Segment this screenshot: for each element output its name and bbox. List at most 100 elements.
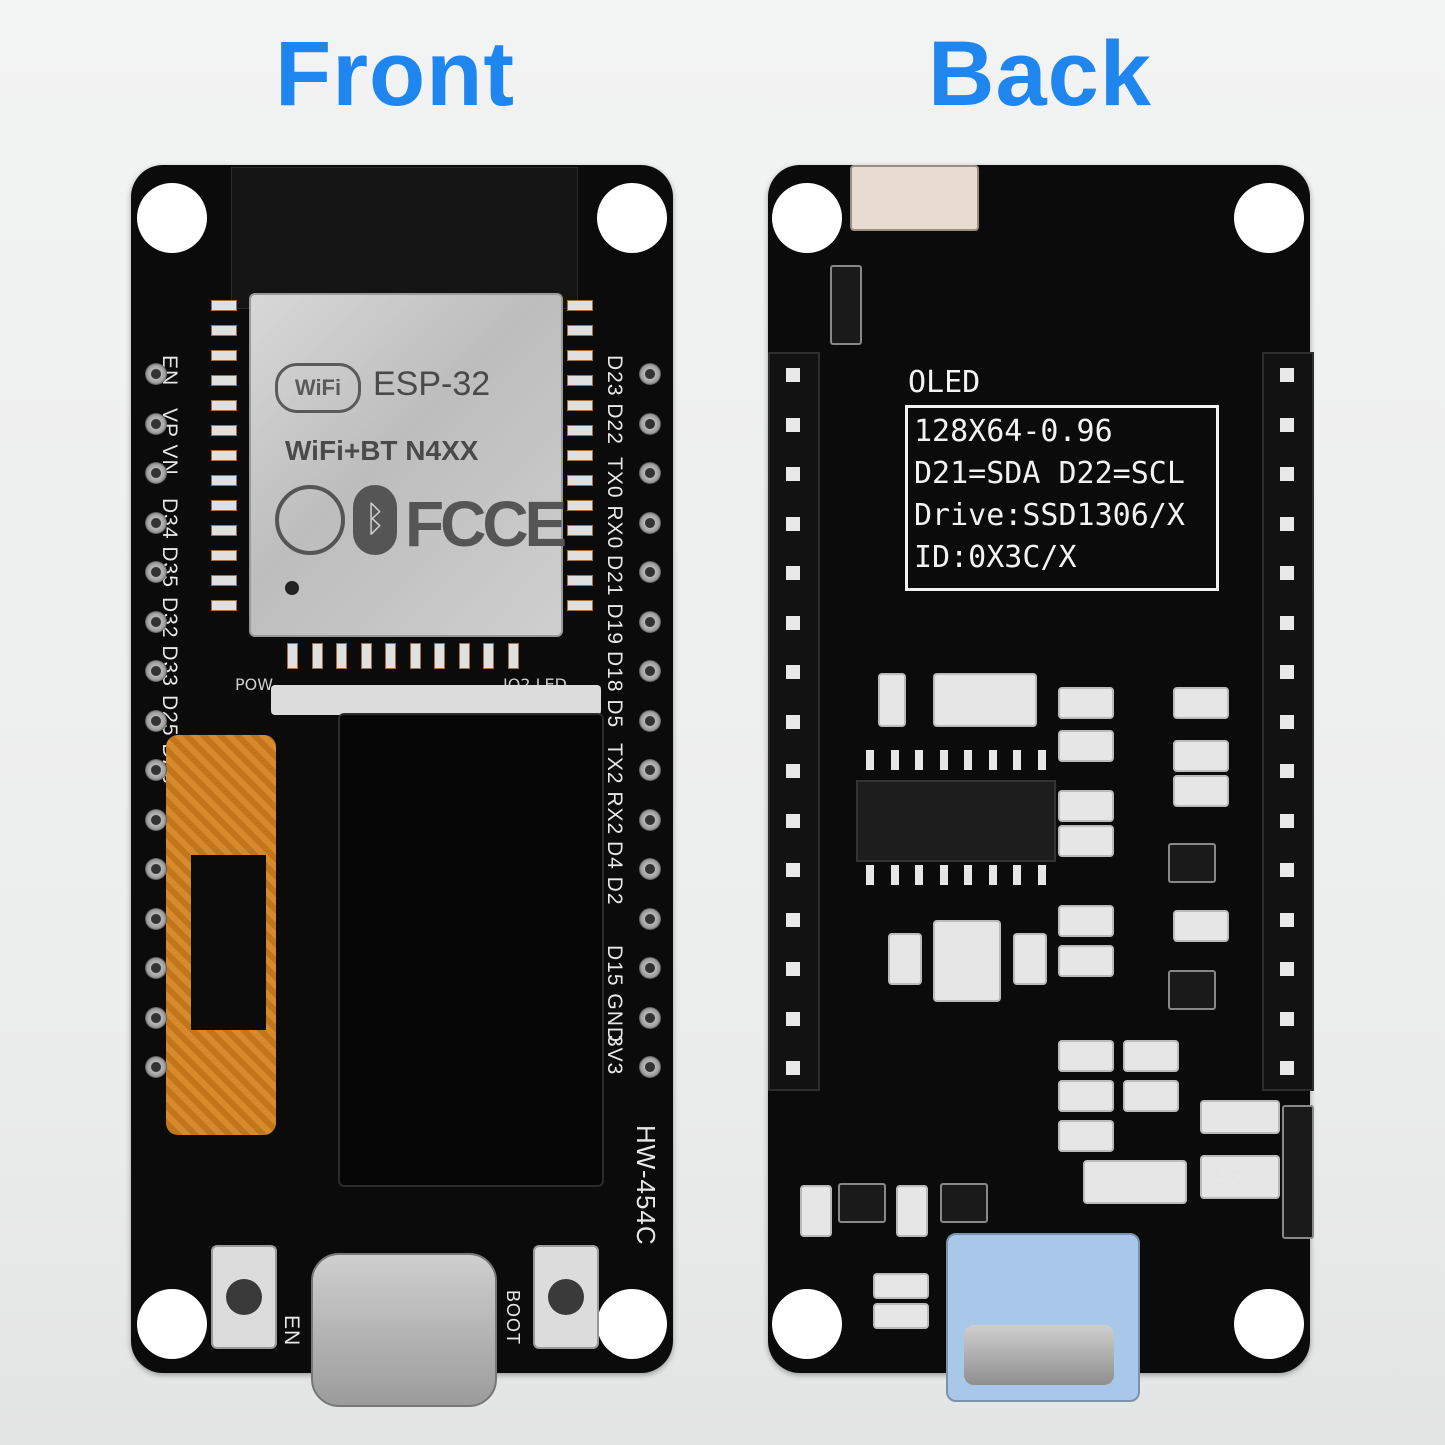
en-button-label: EN <box>280 1315 303 1347</box>
header-pad <box>786 417 800 432</box>
chip-pin <box>1037 750 1046 770</box>
header-pin <box>639 1056 661 1078</box>
module-pad <box>211 525 237 536</box>
smd-component <box>873 1273 929 1299</box>
header-pad <box>786 1061 800 1075</box>
boot-button[interactable] <box>533 1245 599 1349</box>
transistor <box>838 1183 886 1223</box>
smd-component <box>933 673 1037 727</box>
module-pad <box>409 643 421 669</box>
header-pad <box>786 813 800 828</box>
module-pad <box>567 475 593 486</box>
module-pad <box>360 643 372 669</box>
smd-component <box>1058 1080 1114 1112</box>
mount-hole-top-left <box>137 183 207 253</box>
header-pin <box>145 363 167 385</box>
chip-pin <box>1013 865 1021 885</box>
oled-frame <box>271 685 601 715</box>
esp32-module: WiFi ESP-32 WiFi+BT N4XX ᛒ FCCE <box>249 293 567 637</box>
module-pad <box>567 375 593 386</box>
module-pad <box>211 350 237 361</box>
module-pad <box>211 475 237 486</box>
en-button-cap <box>226 1279 262 1315</box>
right-pin-label: D23 D22 <box>603 355 626 445</box>
header-pad <box>786 467 800 481</box>
right-pin-label: TX2 RX2 <box>603 743 626 836</box>
module-pad <box>567 575 593 586</box>
mount-hole-bottom-left <box>137 1289 207 1359</box>
diode <box>830 265 862 345</box>
usb-serial-chip <box>856 780 1056 862</box>
module-pad <box>211 425 237 436</box>
jg-marking: JG <box>1216 1165 1242 1187</box>
module-pad <box>211 325 237 336</box>
chip-pin <box>890 865 899 885</box>
header-pin <box>145 808 167 831</box>
header-pin <box>639 660 661 682</box>
header-pad <box>786 714 800 729</box>
right-pin-label: TX0 RX0 <box>603 457 626 550</box>
header-pin <box>145 1006 167 1029</box>
battery-connector[interactable] <box>850 165 979 231</box>
module-pad <box>567 450 593 461</box>
oled-info-line: D21=SDA D22=SCL <box>914 456 1185 491</box>
header-pad <box>1280 912 1294 927</box>
header-pin <box>639 858 661 880</box>
right-pin-label: D4 D2 <box>603 841 626 906</box>
smd-component <box>873 1303 929 1329</box>
header-pin <box>639 462 661 484</box>
header-pad <box>786 665 800 679</box>
header-pin <box>145 660 167 682</box>
smd-component <box>1200 1155 1280 1199</box>
module-subtitle: WiFi+BT N4XX <box>285 435 479 466</box>
smd-component <box>1058 730 1114 762</box>
header-pad <box>1280 368 1294 382</box>
back-board: OLED 128X64-0.96 D21=SDA D22=SCL Drive:S… <box>768 165 1314 1402</box>
front-heading: Front <box>275 23 516 125</box>
module-pad <box>567 550 593 561</box>
module-pad <box>211 300 237 311</box>
pin1-marker <box>285 581 299 595</box>
power-led-label: POW <box>235 675 274 694</box>
header-pad <box>1280 714 1294 729</box>
chip-pin <box>866 865 874 885</box>
module-pad <box>434 643 445 669</box>
module-pad <box>567 350 593 361</box>
module-pad <box>385 643 396 669</box>
chip-pin <box>915 865 923 885</box>
header-pin <box>145 561 167 583</box>
header-pad <box>786 566 800 580</box>
header-pad <box>1280 863 1294 877</box>
header-pin <box>639 957 661 979</box>
module-pad <box>211 500 237 511</box>
module-pad <box>567 325 593 336</box>
smd-component <box>1058 945 1114 977</box>
header-pin <box>145 907 167 930</box>
header-pin <box>639 412 661 435</box>
transistor <box>940 1183 988 1223</box>
module-pad <box>211 400 237 411</box>
module-pad <box>567 525 593 536</box>
en-button[interactable] <box>211 1245 277 1349</box>
module-pad <box>211 575 237 586</box>
oled-info-box: 128X64-0.96 D21=SDA D22=SCL Drive:SSD130… <box>905 405 1219 591</box>
smd-component <box>933 920 1001 1002</box>
smd-component <box>1173 687 1229 719</box>
smd-component <box>888 933 922 985</box>
right-pin-label: 3V3 <box>603 1035 626 1076</box>
smd-component <box>1173 910 1229 942</box>
header-pad <box>1280 665 1294 679</box>
header-pin <box>639 610 661 633</box>
module-pad <box>483 643 494 669</box>
module-pad <box>567 600 593 611</box>
header-pin <box>639 511 661 534</box>
usb-micro-port[interactable] <box>964 1325 1114 1385</box>
chip-pin <box>964 865 972 885</box>
module-pad <box>567 425 593 436</box>
module-pad <box>567 300 593 311</box>
usb-c-port[interactable] <box>311 1253 497 1407</box>
header-pad <box>1280 1011 1294 1026</box>
module-pad <box>567 500 593 511</box>
oled-info-line: Drive:SSD1306/X <box>914 498 1185 533</box>
header-pin <box>145 957 167 979</box>
